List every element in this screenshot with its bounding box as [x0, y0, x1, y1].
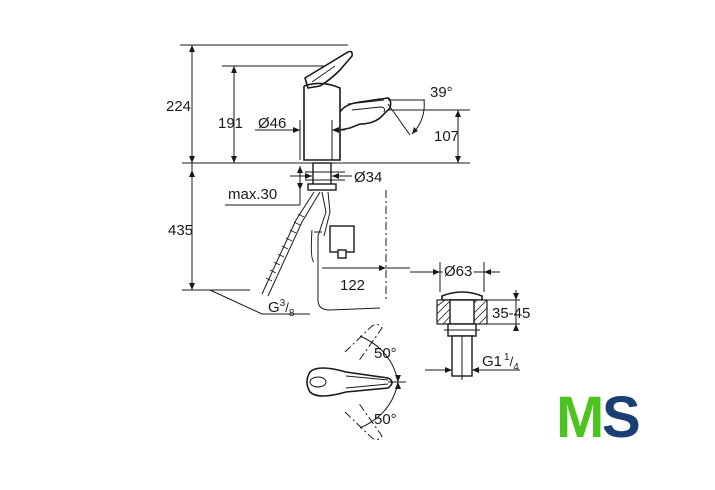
lever-angle-indicator	[387, 99, 425, 136]
dim-max-deck: max.30	[228, 186, 277, 203]
dim-body-diameter: Ø46	[258, 115, 286, 132]
dim-hose-length: 435	[168, 222, 193, 239]
dim-lever-angle: 39°	[430, 84, 453, 101]
mounting-assembly	[209, 162, 410, 315]
waste-plug	[410, 262, 520, 380]
dim-waste-height: 35-45	[492, 305, 530, 322]
dim-outlet-height: 107	[434, 128, 459, 145]
outlet-height-dimension	[455, 110, 461, 163]
dim-offset: 122	[340, 277, 365, 294]
top-view	[306, 323, 406, 441]
dim-overall-height: 224	[166, 98, 191, 115]
dim-rotation-down: 50°	[374, 411, 397, 428]
dim-spout-height: 191	[218, 115, 243, 132]
logo-letter-m: M	[556, 385, 604, 450]
dim-waste-diameter: Ø63	[444, 263, 472, 280]
tap-body	[303, 50, 470, 161]
dim-hole-diameter: Ø34	[354, 169, 382, 186]
dim-connection-thread: G3/8	[268, 298, 295, 319]
ms-logo: M S	[556, 385, 641, 450]
logo-letter-s: S	[602, 385, 641, 450]
dim-rotation-up: 50°	[374, 345, 397, 362]
